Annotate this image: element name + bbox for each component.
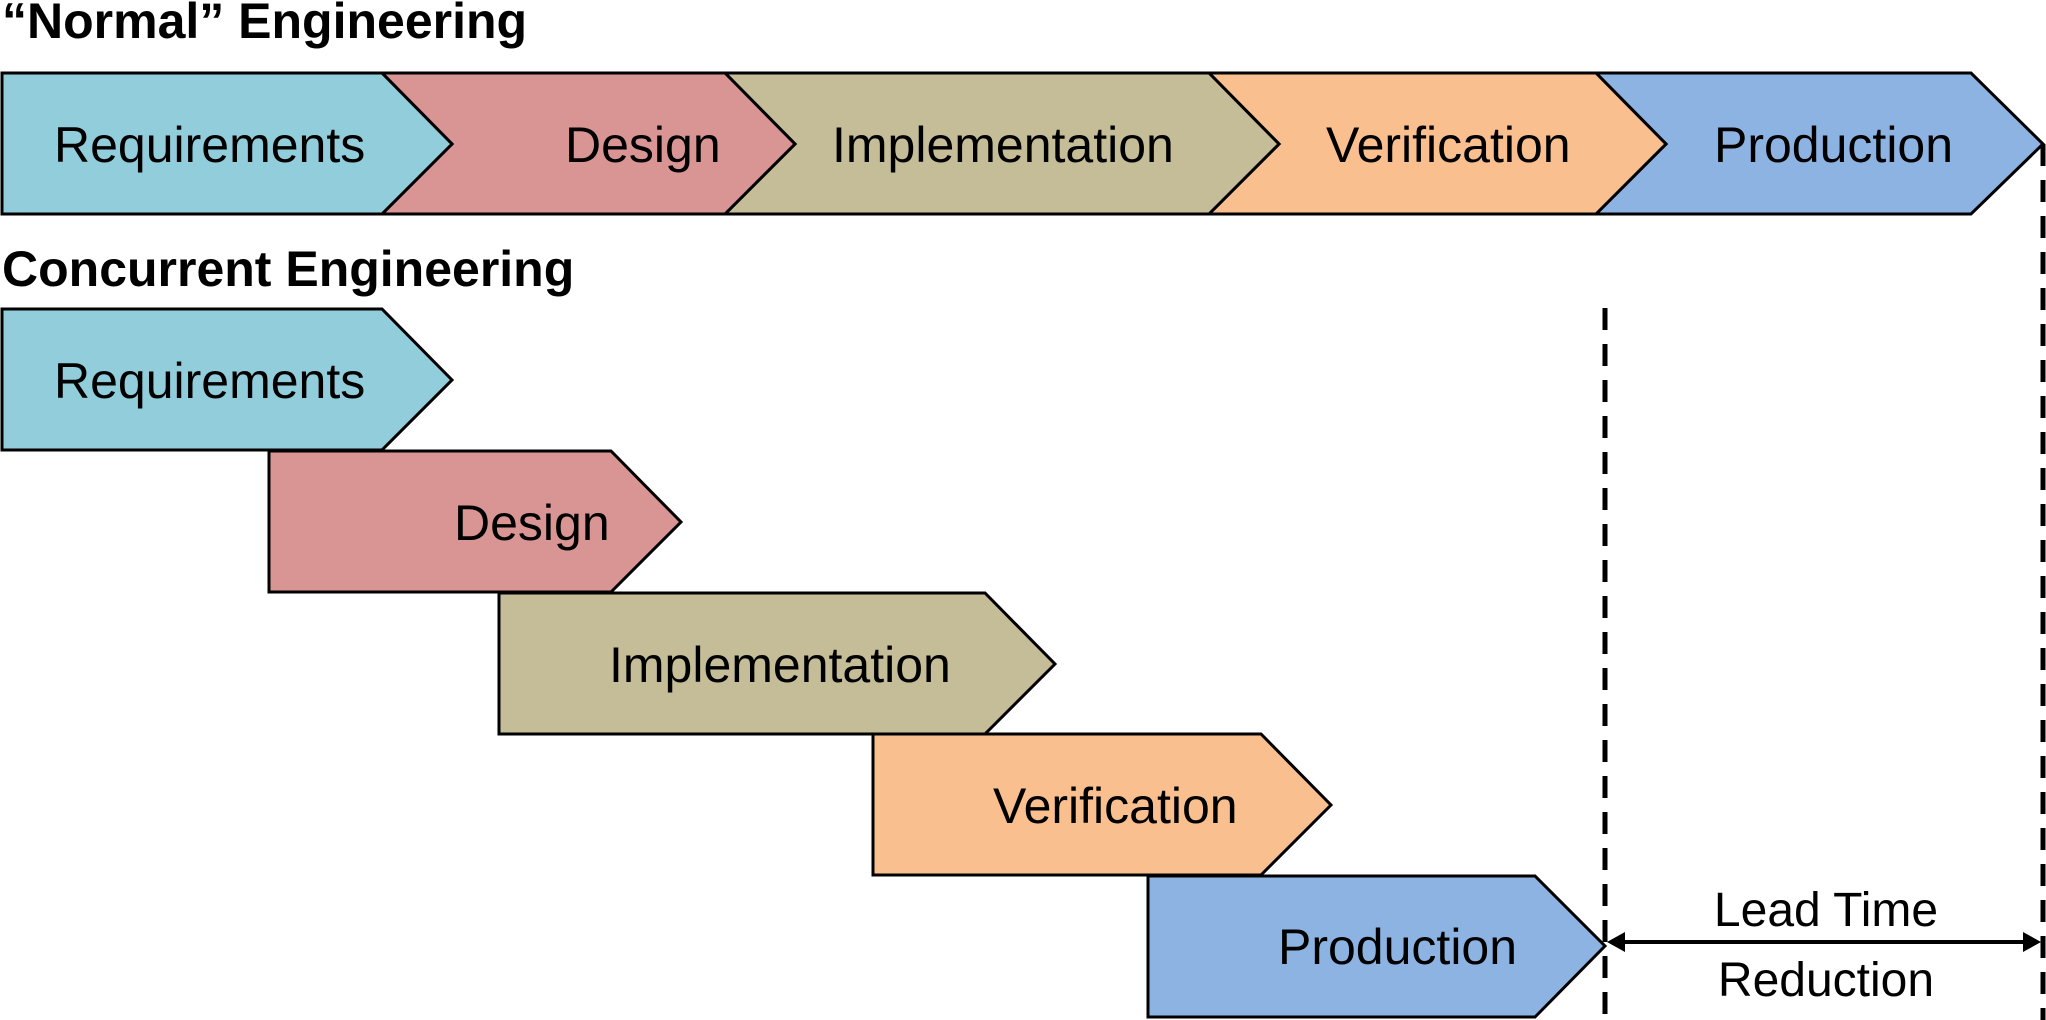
lead-time-reduction-arrow: [1607, 932, 2041, 952]
concurrent-implementation-arrow: [497, 591, 1058, 736]
lead-time-arrowhead-right-icon: [2023, 932, 2041, 952]
concurrent-production-arrow: [1146, 874, 1608, 1019]
lead-time-label-line1: Lead Time: [1714, 884, 1938, 937]
concurrent-engineering-title: Concurrent Engineering: [2, 241, 574, 297]
concurrent-requirements-arrow: [0, 307, 455, 452]
normal-phase-requirements: Requirements: [0, 71, 455, 216]
concurrent-phase-requirements: Requirements: [0, 307, 455, 452]
normal-phase-verification: Verification: [1205, 71, 1669, 216]
concurrent-requirements-label: Requirements: [54, 353, 365, 409]
concurrent-verification-label: Verification: [993, 778, 1238, 834]
normal-requirements-arrow: [0, 71, 455, 216]
concurrent-phase-design: Design: [267, 449, 684, 594]
concurrent-design-arrow: [267, 449, 684, 594]
concurrent-verification-arrow: [871, 732, 1334, 877]
normal-implementation-label: Implementation: [832, 117, 1174, 173]
lead-time-arrowhead-left-icon: [1607, 932, 1625, 952]
normal-design-label: Design: [565, 117, 721, 173]
concurrent-design-label: Design: [454, 495, 610, 551]
concurrent-production-label: Production: [1278, 919, 1517, 975]
concurrent-phase-implementation: Implementation: [497, 591, 1058, 736]
normal-phase-implementation: Implementation: [721, 71, 1282, 216]
concurrent-phase-production: Production: [1146, 874, 1608, 1019]
normal-phase-production: Production: [1592, 71, 2046, 216]
normal-requirements-label: Requirements: [54, 117, 365, 173]
lead-time-label-line2: Reduction: [1718, 954, 1934, 1007]
normal-production-label: Production: [1714, 117, 1953, 173]
concurrent-phase-verification: Verification: [871, 732, 1334, 877]
concurrent-implementation-label: Implementation: [609, 637, 951, 693]
normal-verification-label: Verification: [1326, 117, 1571, 173]
normal-engineering-title: “Normal” Engineering: [2, 0, 527, 49]
